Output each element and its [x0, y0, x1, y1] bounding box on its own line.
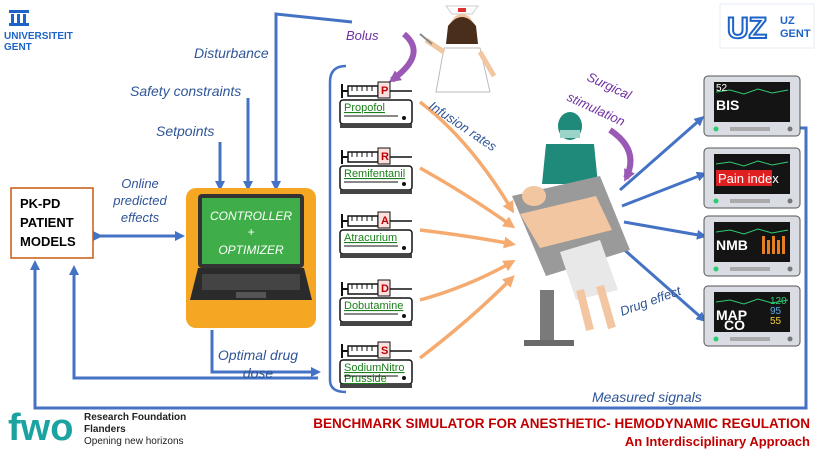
- fwo-logo: fwo Research Foundation Flanders Opening…: [8, 407, 186, 449]
- optimal-dose-line1: Optimal drug: [218, 347, 298, 363]
- monitor-value: 52: [716, 83, 728, 94]
- pump-name: Propofol: [344, 102, 385, 114]
- ugent-line2: GENT: [4, 42, 32, 53]
- pump-propofol: P Propofol: [339, 81, 413, 128]
- drug-effect-label: Drug effect: [618, 283, 684, 319]
- fwo-line2: Flanders: [84, 424, 126, 435]
- pump-name: SodiumNitro: [344, 362, 405, 374]
- infusion-rates-label: Infusion rates: [426, 98, 500, 154]
- surgical-arrow: [608, 127, 635, 182]
- pump-letter: A: [381, 215, 389, 227]
- pump-name: Dobutamine: [344, 300, 403, 312]
- monitor-label: MAP: [716, 307, 747, 323]
- pump-letter: P: [381, 85, 388, 97]
- pkpd-line3: MODELS: [20, 234, 76, 249]
- pump-letter: D: [381, 283, 389, 295]
- infusion-arrows: [418, 100, 516, 360]
- monitor-label-2: CO: [724, 317, 745, 333]
- controller-line1: CONTROLLER: [210, 209, 292, 223]
- setpoints-label: Setpoints: [156, 123, 214, 139]
- bolus-label: Bolus: [346, 28, 379, 43]
- pump-remifentanil: R Remifentanil: [339, 147, 413, 194]
- fwo-line1: Research Foundation: [84, 412, 186, 423]
- pump-letter: R: [381, 151, 389, 163]
- ugent-line1: UNIVERSITEIT: [4, 31, 73, 42]
- pump-letter: S: [381, 345, 388, 357]
- pkpd-line2: PATIENT: [20, 215, 74, 230]
- nurse-figure: [419, 5, 497, 93]
- monitor-value-2: 95: [770, 306, 782, 317]
- monitor-nmb: NMB: [703, 215, 801, 277]
- fwo-line3: Opening new horizons: [84, 436, 184, 447]
- pump-name-2: Prusside: [344, 373, 387, 385]
- monitor-value: 120: [770, 296, 787, 307]
- pump-name: Atracurium: [344, 232, 397, 244]
- blue-arrows: [30, 12, 808, 410]
- bolus-arrow: [388, 31, 417, 83]
- monitor-label: Pain index: [718, 171, 779, 186]
- pump-bracket: [328, 64, 347, 394]
- disturbance-label: Disturbance: [194, 45, 269, 61]
- surgeon-figure: [542, 112, 598, 184]
- patient-on-table: [512, 176, 630, 346]
- measured-signals-label: Measured signals: [592, 389, 702, 405]
- pump-dobutamine: D Dobutamine: [339, 279, 413, 326]
- monitor-pain-index: Pain index: [703, 147, 801, 209]
- online-line3: effects: [121, 210, 160, 225]
- fwo-mark: fwo: [8, 407, 73, 449]
- pkpd-models-box: PK-PD PATIENT MODELS: [10, 187, 94, 259]
- controller-line3: OPTIMIZER: [218, 243, 284, 257]
- safety-label: Safety constraints: [130, 83, 241, 99]
- uz-gent-logo: UZ UZ GENT: [719, 3, 815, 49]
- uz-line1: UZ: [780, 15, 795, 27]
- uz-mark: UZ: [727, 12, 767, 45]
- monitor-bis: BIS 52: [703, 75, 801, 137]
- monitor-label: NMB: [716, 237, 748, 253]
- controller-laptop: CONTROLLER + OPTIMIZER: [186, 188, 316, 328]
- ugent-logo: UNIVERSITEIT GENT: [4, 10, 73, 53]
- monitor-label: BIS: [716, 97, 739, 113]
- online-line1: Online: [121, 176, 159, 191]
- optimal-dose-line2: dose: [243, 365, 274, 381]
- uz-line2: GENT: [780, 28, 811, 40]
- controller-line2: +: [247, 225, 254, 239]
- pump-atracurium: A Atracurium: [339, 211, 413, 258]
- footer-title: BENCHMARK SIMULATOR FOR ANESTHETIC- HEMO…: [313, 416, 810, 431]
- pump-name: Remifentanil: [344, 168, 405, 180]
- pkpd-line1: PK-PD: [20, 196, 60, 211]
- online-line2: predicted: [112, 193, 167, 208]
- footer-subtitle: An Interdisciplinary Approach: [625, 434, 810, 449]
- monitor-value-3: 55: [770, 316, 782, 327]
